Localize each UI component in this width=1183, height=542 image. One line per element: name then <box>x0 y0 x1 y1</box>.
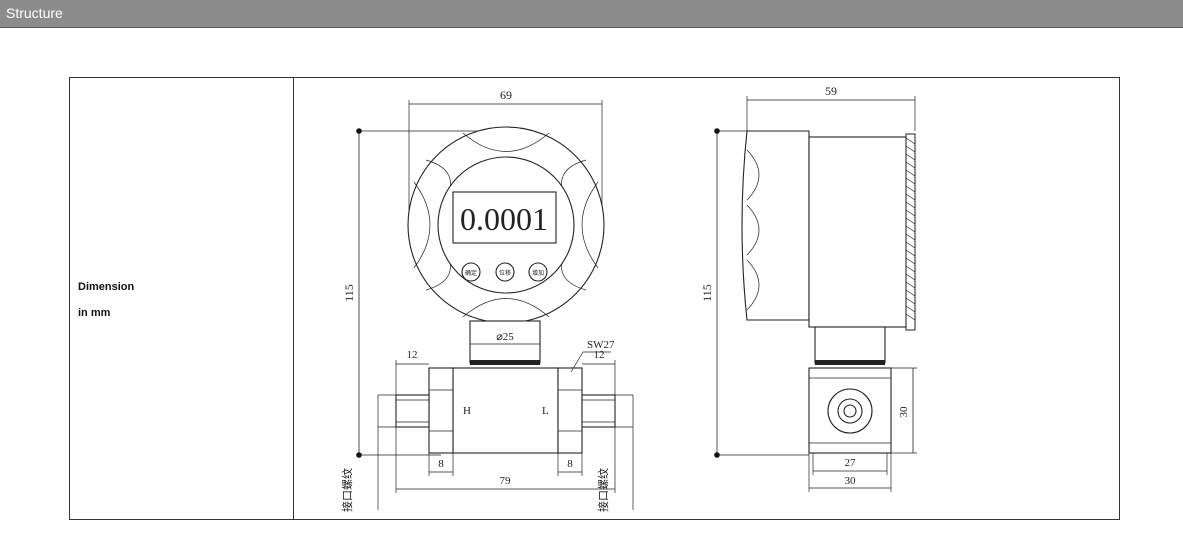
dim-label-27: 27 <box>845 457 857 469</box>
thread-label-right: 接口螺纹 <box>596 468 610 512</box>
dim-label-115: 115 <box>342 284 356 302</box>
button-label: 位移 <box>499 269 511 277</box>
thread-label-left: 接口螺纹 <box>340 468 354 512</box>
dim-label-59: 59 <box>825 84 837 98</box>
increase-button <box>528 262 548 282</box>
left-hex-nut <box>428 367 454 454</box>
lcd-value: 0.0001 <box>460 201 548 237</box>
leader-line <box>570 351 584 373</box>
dim-label-79: 79 <box>500 475 512 487</box>
dim-label-25: ⌀25 <box>496 331 514 343</box>
confirm-button <box>461 262 481 282</box>
button-label: 确定 <box>465 269 477 277</box>
drawing-cell: 69 115 <box>294 78 1119 519</box>
dim-label-115-side: 115 <box>700 284 714 302</box>
side-neck <box>814 326 886 364</box>
section-title: Structure <box>6 5 63 21</box>
knurl-pattern <box>905 137 916 321</box>
dim-label-8-right: 8 <box>567 458 573 470</box>
technical-drawing: 69 115 <box>340 84 917 512</box>
neck-ring <box>470 360 540 365</box>
right-hex-nut <box>557 367 583 454</box>
housing-back <box>741 130 810 321</box>
port-h-label: H <box>463 405 471 417</box>
scallop <box>462 132 550 152</box>
sensor-body <box>452 367 559 454</box>
dim-label-8-left: 8 <box>438 458 444 470</box>
section-header: Structure <box>0 0 1183 28</box>
side-neck-ring <box>815 360 885 365</box>
dimension-label: Dimension <box>78 281 135 293</box>
port-l-label: L <box>542 405 549 417</box>
shift-button <box>495 262 515 282</box>
dim-label-12-right: 12 <box>594 349 605 361</box>
dimension-table: Dimension in mm 69 115 <box>69 77 1120 520</box>
scallop <box>581 181 599 269</box>
port-inner <box>843 404 857 418</box>
front-view: 69 115 <box>340 88 634 512</box>
scallop <box>746 259 760 311</box>
dim-label-30-horizontal: 30 <box>845 475 857 487</box>
scallop <box>746 149 760 201</box>
scallop <box>413 181 431 269</box>
dim-label-12-left: 12 <box>407 349 418 361</box>
side-view: 59 115 <box>700 84 917 492</box>
housing-body <box>808 136 907 328</box>
scallop <box>746 204 760 256</box>
button-label: 增加 <box>532 269 544 277</box>
dim-label-69: 69 <box>500 88 512 102</box>
unit-label: in mm <box>78 307 111 319</box>
dimension-label-cell: Dimension in mm <box>70 78 294 519</box>
dim-label-30-vertical: 30 <box>898 406 910 418</box>
dim-label-sw27: SW27 <box>587 339 615 351</box>
lcd-display <box>452 191 557 244</box>
scallop <box>462 298 550 318</box>
